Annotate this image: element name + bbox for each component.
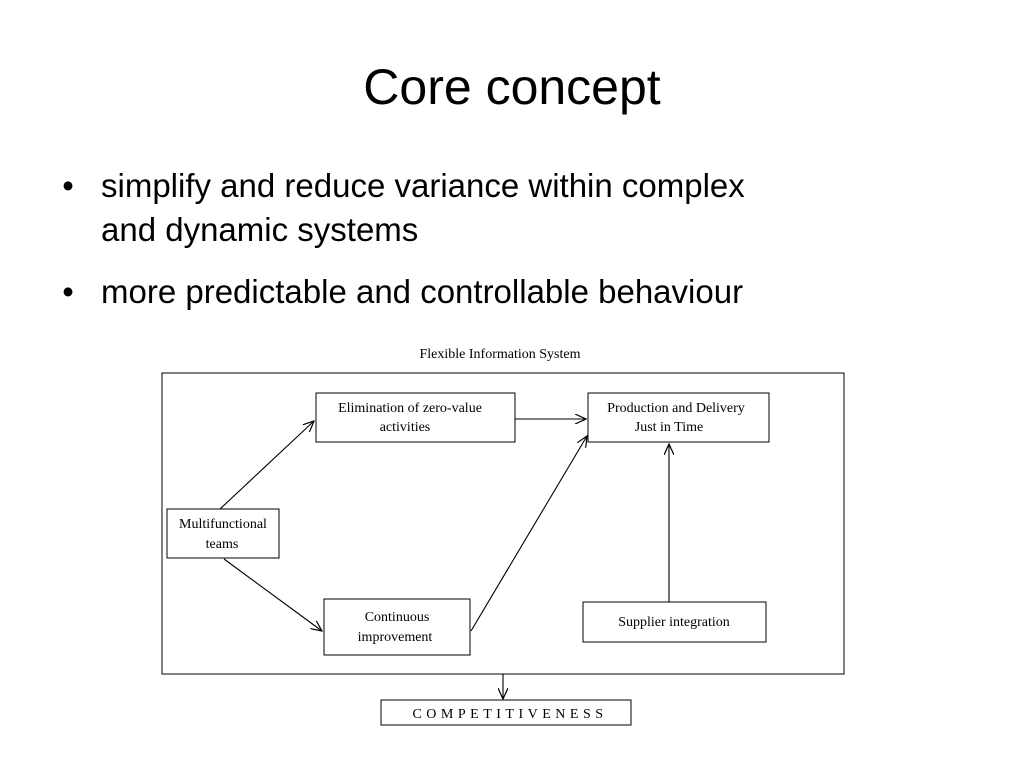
arrow-teams-to-elimination [219, 421, 314, 510]
node-production-line2: Just in Time [635, 420, 703, 435]
bullet-list: • simplify and reduce variance within co… [58, 164, 958, 332]
node-elimination-line2: activities [380, 420, 431, 435]
node-supplier: Supplier integration [582, 601, 767, 643]
node-continuous-line2: improvement [358, 630, 433, 645]
node-continuous-line1: Continuous [365, 610, 430, 625]
arrow-teams-to-improvement [223, 558, 322, 631]
bullet-dot-icon: • [62, 273, 74, 310]
bullet-dot-icon: • [62, 167, 74, 204]
bullet-text-line: and dynamic systems [101, 211, 419, 248]
node-multifunctional-line1: Multifunctional [179, 517, 267, 532]
bullet-item: • simplify and reduce variance within co… [58, 164, 958, 252]
arrow-improvement-to-production [470, 436, 587, 632]
outcome-label: COMPETITIVENESS [412, 707, 607, 722]
node-elimination: Elimination of zero-value activities [315, 392, 516, 443]
node-production: Production and Delivery Just in Time [587, 392, 770, 443]
figure-caption: Flexible Information System [419, 347, 581, 362]
slide-title: Core concept [363, 59, 661, 115]
node-production-line1: Production and Delivery [607, 401, 745, 416]
node-elimination-line1: Elimination of zero-value [338, 401, 482, 416]
bullet-text-line: simplify and reduce variance within comp… [101, 167, 745, 204]
outcome-competitiveness: COMPETITIVENESS [380, 699, 632, 726]
node-multifunctional: Multifunctional teams [166, 508, 280, 559]
node-supplier-line1: Supplier integration [618, 615, 730, 630]
node-continuous: Continuous improvement [323, 598, 471, 656]
bullet-text-line: more predictable and controllable behavi… [101, 273, 744, 310]
node-multifunctional-line2: teams [206, 537, 239, 552]
bullet-item: • more predictable and controllable beha… [58, 270, 958, 314]
